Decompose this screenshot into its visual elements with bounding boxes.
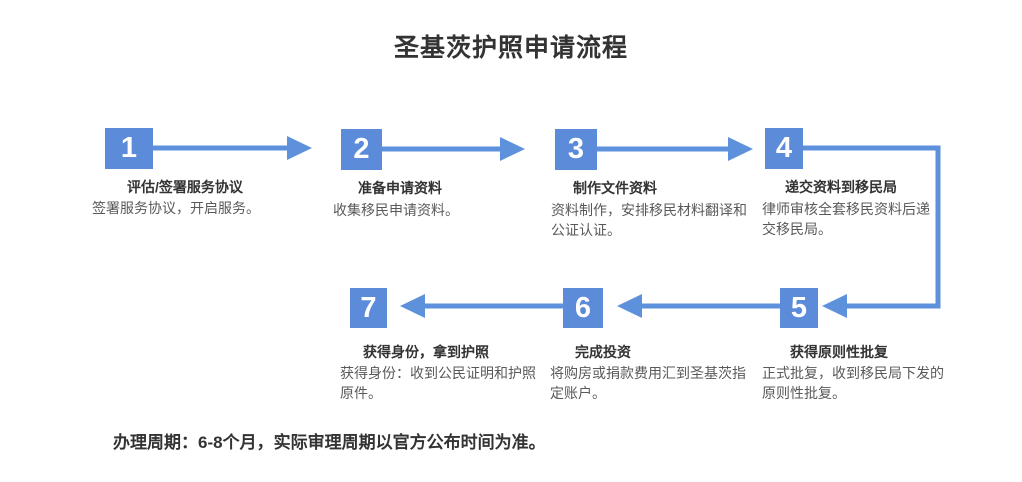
step-5-number-box: 5 <box>780 288 818 328</box>
step-1-title: 评估/签署服务协议 <box>127 179 243 195</box>
step-3-description: 资料制作，安排移民材料翻译和公证认证。 <box>551 202 747 238</box>
step-2-description: 收集移民申请资料。 <box>333 202 459 218</box>
step-5-description: 正式批复，收到移民局下发的原则性批复。 <box>762 365 944 401</box>
step-6-description: 将购房或捐款费用汇到圣基茨指定账户。 <box>550 365 746 401</box>
processing-period-note: 办理周期：6-8个月，实际审理周期以官方公布时间为准。 <box>113 433 546 452</box>
arrow-step3-to-step4 <box>597 137 753 161</box>
step-6-number-box: 6 <box>563 288 603 328</box>
arrow-step1-to-step2 <box>153 136 312 160</box>
page-title: 圣基茨护照申请流程 <box>393 34 628 62</box>
step-4-number-box: 4 <box>765 128 803 169</box>
step-6-title: 完成投资 <box>575 344 631 360</box>
step-5-title: 获得原则性批复 <box>790 344 888 360</box>
arrow-step2-to-step3 <box>382 137 525 161</box>
step-1-number-box: 1 <box>105 128 153 169</box>
step-7-title: 获得身份，拿到护照 <box>363 344 489 360</box>
arrow-step6-to-step7 <box>400 294 563 318</box>
arrow-step5-to-step6 <box>617 294 780 318</box>
step-2-number-box: 2 <box>341 129 382 170</box>
step-4-title: 递交资料到移民局 <box>785 179 897 195</box>
step-7-description: 获得身份：收到公民证明和护照原件。 <box>340 365 536 401</box>
step-1-description: 签署服务协议，开启服务。 <box>92 200 260 216</box>
arrow-step4-to-step5-connector <box>802 145 941 318</box>
step-3-title: 制作文件资料 <box>573 180 657 196</box>
step-3-number-box: 3 <box>555 129 597 170</box>
step-2-title: 准备申请资料 <box>358 180 442 196</box>
step-7-number-box: 7 <box>350 288 387 328</box>
step-4-description: 律师审核全套移民资料后递交移民局。 <box>762 201 930 237</box>
